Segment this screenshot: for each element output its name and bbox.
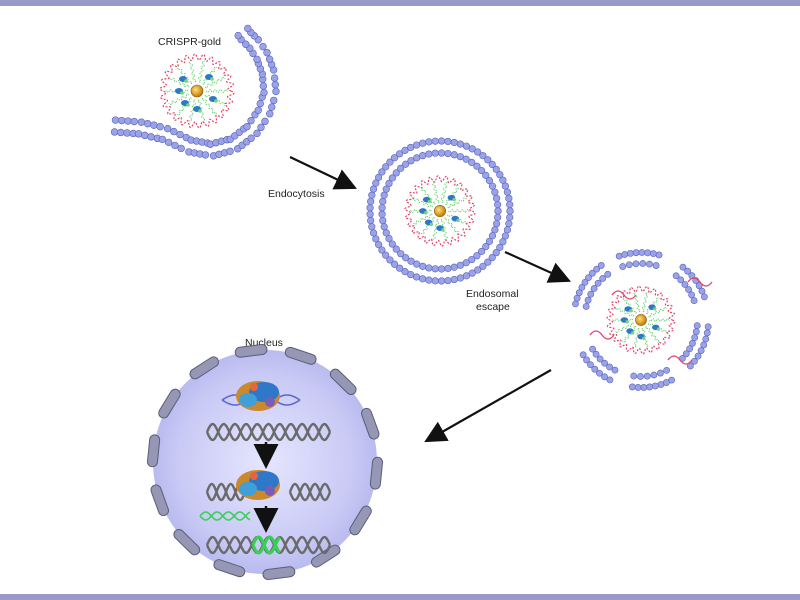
endocytosis-arrow-icon <box>289 156 357 190</box>
gold-nanoparticle-icon <box>433 205 446 218</box>
dna-helix-icon <box>205 422 332 442</box>
dna-helix-icon <box>251 535 282 555</box>
bottom-frame-band <box>0 594 800 600</box>
crispr-gold-particle-endosome <box>404 175 476 247</box>
gold-nanoparticle-icon <box>190 84 204 98</box>
endosomal-escape-arrow-icon <box>504 250 572 283</box>
dna-helix-icon <box>205 482 247 502</box>
endocytosis-label: Endocytosis <box>268 188 325 200</box>
nuclear-delivery-arrow-icon <box>424 369 552 443</box>
dna-helix-icon <box>199 511 251 521</box>
gene-editing-steps <box>199 381 332 555</box>
endosomal-escape-label-line2: escape <box>476 301 510 313</box>
endosome <box>366 137 514 285</box>
dna-helix-icon <box>205 422 332 442</box>
top-frame-band <box>0 0 800 6</box>
crispr-gold-label: CRISPR-gold <box>158 36 221 48</box>
endosomal-escape-label-line1: Endosomal <box>466 288 519 300</box>
dna-helix-icon <box>288 482 332 502</box>
ruptured-endosome <box>572 249 713 391</box>
crispr-gold-particle-released <box>606 285 676 355</box>
plasma-membrane <box>110 24 280 160</box>
crispr-gold-particle-free <box>159 53 235 129</box>
dna-helix-icon <box>199 511 251 521</box>
gold-nanoparticle-icon <box>635 314 647 326</box>
nuclear-envelope-pores <box>146 344 384 580</box>
nucleus <box>146 344 384 580</box>
